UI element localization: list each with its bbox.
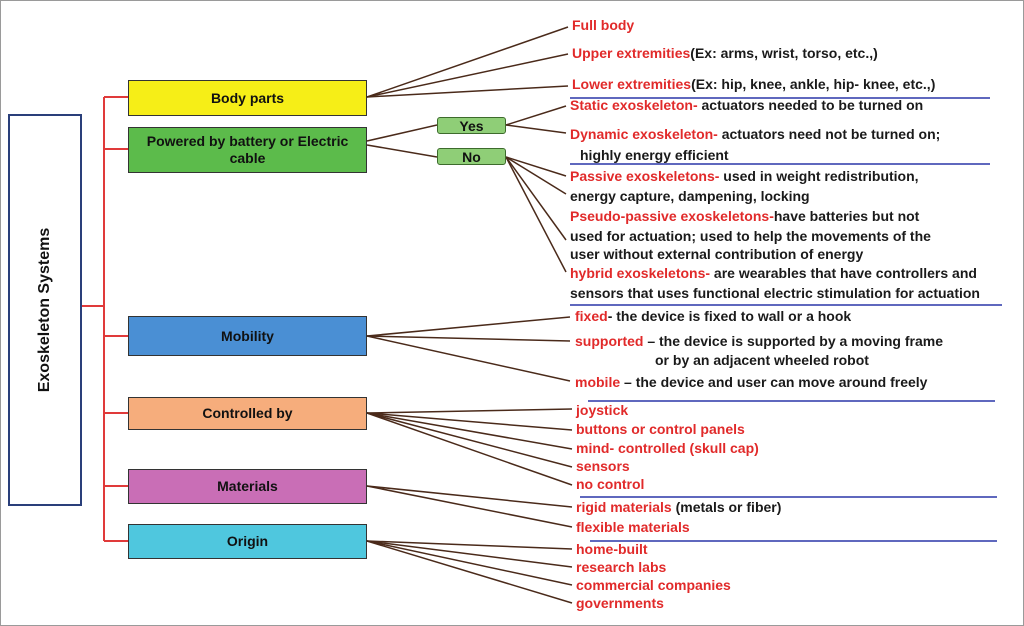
branch-lines xyxy=(366,26,573,604)
leaf-passive-exoskeleton: Passive exoskeletons- used in weight red… xyxy=(570,168,919,184)
trunk-lines xyxy=(82,96,128,542)
leaf-supported-line2: or by an adjacent wheeled robot xyxy=(655,352,869,368)
leaf-hybrid-exoskeleton-line2: sensors that uses functional electric st… xyxy=(570,285,980,301)
leaf-sensors: sensors xyxy=(576,458,630,474)
category-origin: Origin xyxy=(128,524,367,559)
leaf-research-labs: research labs xyxy=(576,559,667,575)
leaf-no-control: no control xyxy=(576,476,645,492)
leaf-passive-exoskeleton-line2: energy capture, dampening, locking xyxy=(570,188,810,204)
separator-lines xyxy=(570,97,1002,542)
leaf-joystick: joystick xyxy=(576,402,629,418)
leaf-flexible-materials: flexible materials xyxy=(576,519,690,535)
leaf-dynamic-exoskeleton-line2: highly energy efficient xyxy=(580,147,729,163)
category-controlled-by: Controlled by xyxy=(128,397,367,430)
leaf-buttons: buttons or control panels xyxy=(576,421,745,437)
option-yes: Yes xyxy=(437,117,506,134)
leaf-lower-extremities: Lower extremities(Ex: hip, knee, ankle, … xyxy=(572,76,936,92)
leaf-upper-extremities: Upper extremities(Ex: arms, wrist, torso… xyxy=(572,45,878,61)
leaf-mind-controlled: mind- controlled (skull cap) xyxy=(576,440,759,456)
category-materials: Materials xyxy=(128,469,367,504)
leaf-pseudo-passive-line2: used for actuation; used to help the mov… xyxy=(570,228,931,244)
leaf-fixed: fixed- the device is fixed to wall or a … xyxy=(575,308,852,324)
category-body-parts: Body parts xyxy=(128,80,367,116)
leaf-rigid-materials: rigid materials (metals or fiber) xyxy=(576,499,782,515)
root-box: Exoskeleton Systems xyxy=(8,114,82,506)
category-powered: Powered by battery or Electric cable xyxy=(128,127,367,173)
leaf-commercial-companies: commercial companies xyxy=(576,577,731,593)
leaf-static-exoskeleton: Static exoskeleton- actuators needed to … xyxy=(570,97,924,113)
leaf-supported: supported – the device is supported by a… xyxy=(575,333,943,349)
root-title: Exoskeleton Systems xyxy=(36,227,53,393)
category-mobility: Mobility xyxy=(128,316,367,356)
leaf-home-built: home-built xyxy=(576,541,648,557)
leaf-dynamic-exoskeleton: Dynamic exoskeleton- actuators need not … xyxy=(570,126,941,142)
leaf-governments: governments xyxy=(576,595,664,611)
leaf-mobile: mobile – the device and user can move ar… xyxy=(575,374,928,390)
leaf-full-body: Full body xyxy=(572,17,635,33)
leaf-pseudo-passive: Pseudo-passive exoskeletons-have batteri… xyxy=(570,208,920,224)
leaf-hybrid-exoskeleton: hybrid exoskeletons- are wearables that … xyxy=(570,265,977,281)
leaf-pseudo-passive-line3: user without external contribution of en… xyxy=(570,246,864,262)
option-no: No xyxy=(437,148,506,165)
